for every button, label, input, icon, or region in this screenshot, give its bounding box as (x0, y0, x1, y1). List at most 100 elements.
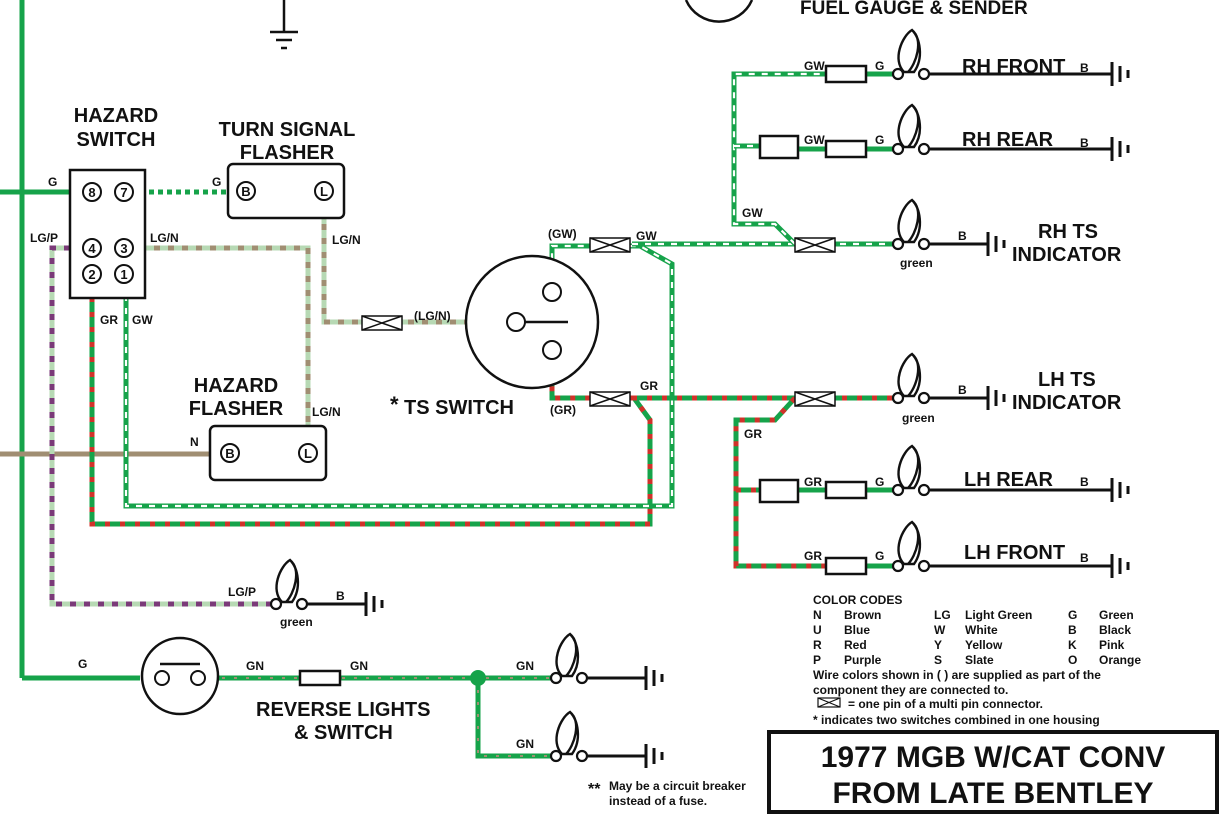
turn-flasher-box (226, 162, 346, 220)
wire-label-gw-paren: (GW) (548, 227, 577, 241)
wire-label-g-rev: G (78, 657, 87, 671)
rh-ts-green: green (900, 256, 933, 270)
cc-cell: Brown (844, 608, 881, 622)
reverse-switch-body (140, 636, 220, 716)
cc-cell: S (934, 653, 942, 667)
title-line2: FROM LATE BENTLEY (832, 777, 1153, 810)
rh-front-label: RH FRONT (962, 56, 1065, 78)
lh-ts-green: green (902, 411, 935, 425)
b-rhts: B (958, 229, 967, 243)
cc-cell: Blue (844, 623, 870, 637)
hazard-switch-title-1: HAZARD (74, 105, 158, 127)
wire-label-g-flasher: G (212, 175, 221, 189)
lh-ts-label-1: LH TS (1038, 369, 1096, 391)
cc-note3: = one pin of a multi pin connector. (848, 697, 1043, 711)
lh-ts-bulb (891, 352, 931, 405)
rh-ts-label-1: RH TS (1038, 221, 1098, 243)
wire-gw-rh (632, 71, 900, 247)
lh-front-label: LH FRONT (964, 542, 1065, 564)
wire-lgp (49, 245, 276, 607)
b-lhts: B (958, 383, 967, 397)
wire-label-g-lhr: G (875, 475, 884, 489)
ts-switch-label: TS SWITCH (404, 397, 514, 419)
cc-cell: Orange (1099, 653, 1141, 667)
terminal-1: 1 (120, 267, 127, 282)
cc-note4: * indicates two switches combined in one… (813, 713, 1100, 727)
cc-heading: COLOR CODES (813, 593, 902, 607)
cc-cell: Red (844, 638, 867, 652)
b-rhr: B (1080, 136, 1089, 150)
cc-note2: component they are connected to. (813, 683, 1008, 697)
wire-label-gw-rhr: GW (804, 133, 825, 147)
reverse-label-1: REVERSE LIGHTS (256, 699, 430, 721)
hazard-flasher-box (208, 424, 328, 482)
wire-label-lgn-paren: (LG/N) (414, 309, 451, 323)
terminal-2: 2 (88, 267, 95, 282)
reverse-bulb-1 (549, 632, 589, 685)
wire-label-g-rhr: G (875, 133, 884, 147)
cc-cell: Pink (1099, 638, 1125, 652)
turn-flasher-title-1: TURN SIGNAL (219, 119, 356, 141)
wire-label-n: N (190, 435, 199, 449)
hazard-flasher-l: L (304, 446, 312, 461)
wire-label-lgp-lamp: LG/P (228, 585, 256, 599)
turn-flasher-title-2: FLASHER (240, 142, 335, 164)
rh-fuse-blocks (298, 64, 868, 687)
cc-cell: Y (934, 638, 942, 652)
hazard-switch-terminals: 8 7 4 3 2 1 (82, 182, 134, 284)
hazard-green: green (280, 615, 313, 629)
cc-cell: P (813, 653, 821, 667)
hazard-switch-box (68, 168, 147, 300)
footnote-line2: instead of a fuse. (609, 794, 707, 808)
cc-cell: U (813, 623, 822, 637)
title-line1: 1977 MGB W/CAT CONV (821, 741, 1166, 774)
wire-label-gn-2: GN (350, 659, 368, 673)
terminal-8: 8 (88, 185, 95, 200)
b-lhf: B (1080, 551, 1089, 565)
cc-cell: Slate (965, 653, 994, 667)
terminal-4: 4 (88, 241, 96, 256)
wire-label-lgn-turn: LG/N (332, 233, 361, 247)
hazard-flasher-b: B (225, 446, 234, 461)
wire-gr-loop (89, 282, 653, 527)
ground-b-labels: B B B B B B B (336, 61, 1089, 603)
wire-label-gn-4: GN (516, 737, 534, 751)
wire-label-gr-lh: GR (744, 427, 762, 441)
wire-label-gn-1: GN (246, 659, 264, 673)
cc-cell: Yellow (965, 638, 1003, 652)
multi-pin-connectors (361, 237, 836, 407)
turn-flasher-b: B (241, 184, 250, 199)
wire-label-g-left: G (48, 175, 57, 189)
rh-rear-bulb (891, 103, 931, 156)
reverse-label-2: & SWITCH (294, 722, 393, 744)
hazard-switch-title-2: SWITCH (77, 129, 156, 151)
cc-cell: Light Green (965, 608, 1032, 622)
cc-cell: O (1068, 653, 1077, 667)
fuel-gauge-circle (684, 0, 754, 23)
cc-cell: Purple (844, 653, 882, 667)
cc-cell: White (965, 623, 998, 637)
cc-cell: W (934, 623, 946, 637)
wire-label-lgp: LG/P (30, 231, 58, 245)
wire-lgn-hazard (140, 245, 311, 430)
wire-lgn-ts (321, 196, 508, 325)
fuel-gauge-label: FUEL GAUGE & SENDER (800, 0, 1028, 19)
terminal-7: 7 (120, 185, 127, 200)
wire-label-lgn-3: LG/N (150, 231, 179, 245)
wire-label-gr-lhr: GR (804, 475, 822, 489)
wire-gw-loop (123, 243, 675, 509)
b-lhr: B (1080, 475, 1089, 489)
footnote-stars: ** (588, 781, 601, 798)
hazard-flasher-title-2: FLASHER (189, 398, 284, 420)
wire-gr-lh (632, 395, 900, 569)
cc-cell: LG (934, 608, 951, 622)
turn-flasher-l: L (320, 184, 328, 199)
wire-label-gn-3: GN (516, 659, 534, 673)
wire-label-lgn-hazard: LG/N (312, 405, 341, 419)
lh-ts-label-2: INDICATOR (1012, 392, 1122, 414)
rh-rear-label: RH REAR (962, 129, 1054, 151)
wire-label-gw-ts: GW (636, 229, 657, 243)
